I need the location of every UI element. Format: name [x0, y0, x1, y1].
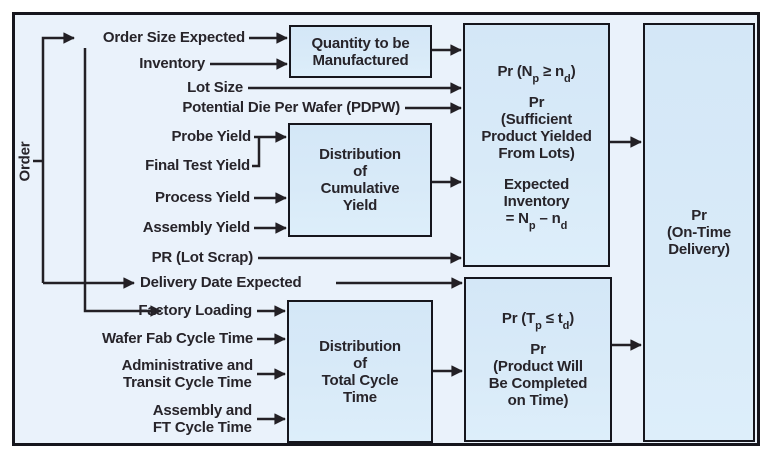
box-on-time-delivery-probability: Pr (On-Time Delivery): [643, 23, 755, 442]
box-quantity-line1: Quantity to be: [311, 34, 410, 52]
input-label-final-test-yield: Final Test Yield: [145, 157, 250, 174]
box-cum-yield-line4: Yield: [342, 197, 378, 214]
assembly-ft-line1: Assembly and: [152, 402, 253, 419]
input-label-delivery-date-expected: Delivery Date Expected: [140, 274, 302, 291]
box-on-time-line2: (On-Time: [667, 224, 731, 241]
box-distribution-of-cumulative-yield: Distribution of Cumulative Yield: [288, 123, 432, 237]
input-label-pdpw: Potential Die Per Wafer (PDPW): [182, 99, 400, 116]
box-yield-probability: Pr (Np ≥ nd) Pr (Sufficient Product Yiel…: [463, 23, 610, 267]
input-label-assembly-yield: Assembly Yield: [142, 219, 250, 236]
input-label-pr-lot-scrap: PR (Lot Scrap): [151, 249, 254, 266]
input-label-order-size-expected: Order Size Expected: [102, 29, 245, 46]
box-total-cycle-line2: of: [353, 354, 367, 372]
input-label-factory-loading: Factory Loading: [138, 302, 252, 319]
admin-ct-line2: Transit Cycle Time: [122, 374, 252, 391]
box-time-probability: Pr (Tp ≤ td) Pr (Product Will Be Complet…: [464, 277, 612, 442]
order-label: Order: [16, 141, 34, 182]
input-label-lot-size: Lot Size: [187, 79, 243, 96]
input-label-probe-yield: Probe Yield: [171, 128, 252, 145]
formula-np-ge-nd: Pr (Np ≥ nd): [497, 63, 576, 85]
assembly-ft-line2: FT Cycle Time: [152, 419, 252, 436]
box-on-time-line3: Delivery): [668, 241, 730, 258]
expected-inventory: Expected Inventory = Np – nd: [503, 176, 570, 232]
box-distribution-of-total-cycle-time: Distribution of Total Cycle Time: [287, 300, 433, 443]
box-cum-yield-line2: of: [353, 163, 367, 180]
box-total-cycle-line1: Distribution: [319, 337, 401, 355]
box-quantity-to-be-manufactured: Quantity to be Manufactured: [289, 25, 432, 78]
box-on-time-line1: Pr: [691, 207, 707, 224]
input-label-administrative-transit-cycle-time: Administrative and Transit Cycle Time: [121, 357, 254, 391]
time-prob-description: Pr (Product Will Be Completed on Time): [488, 341, 588, 409]
admin-ct-line1: Administrative and: [121, 357, 254, 374]
input-label-inventory: Inventory: [139, 55, 205, 72]
box-cum-yield-line3: Cumulative: [320, 180, 400, 197]
input-label-assembly-ft-cycle-time: Assembly and FT Cycle Time: [152, 402, 253, 436]
input-label-wafer-fab-cycle-time: Wafer Fab Cycle Time: [101, 330, 253, 347]
box-cum-yield-line1: Distribution: [319, 146, 401, 163]
box-quantity-line2: Manufactured: [312, 51, 409, 69]
yield-prob-description: Pr (Sufficient Product Yielded From Lots…: [481, 94, 592, 162]
box-total-cycle-line4: Time: [343, 388, 377, 406]
formula-tp-le-td: Pr (Tp ≤ td): [501, 310, 575, 332]
formula-np-minus-nd: = Np – nd: [505, 210, 568, 232]
input-label-process-yield: Process Yield: [155, 189, 250, 206]
box-total-cycle-line3: Total Cycle: [321, 371, 399, 389]
